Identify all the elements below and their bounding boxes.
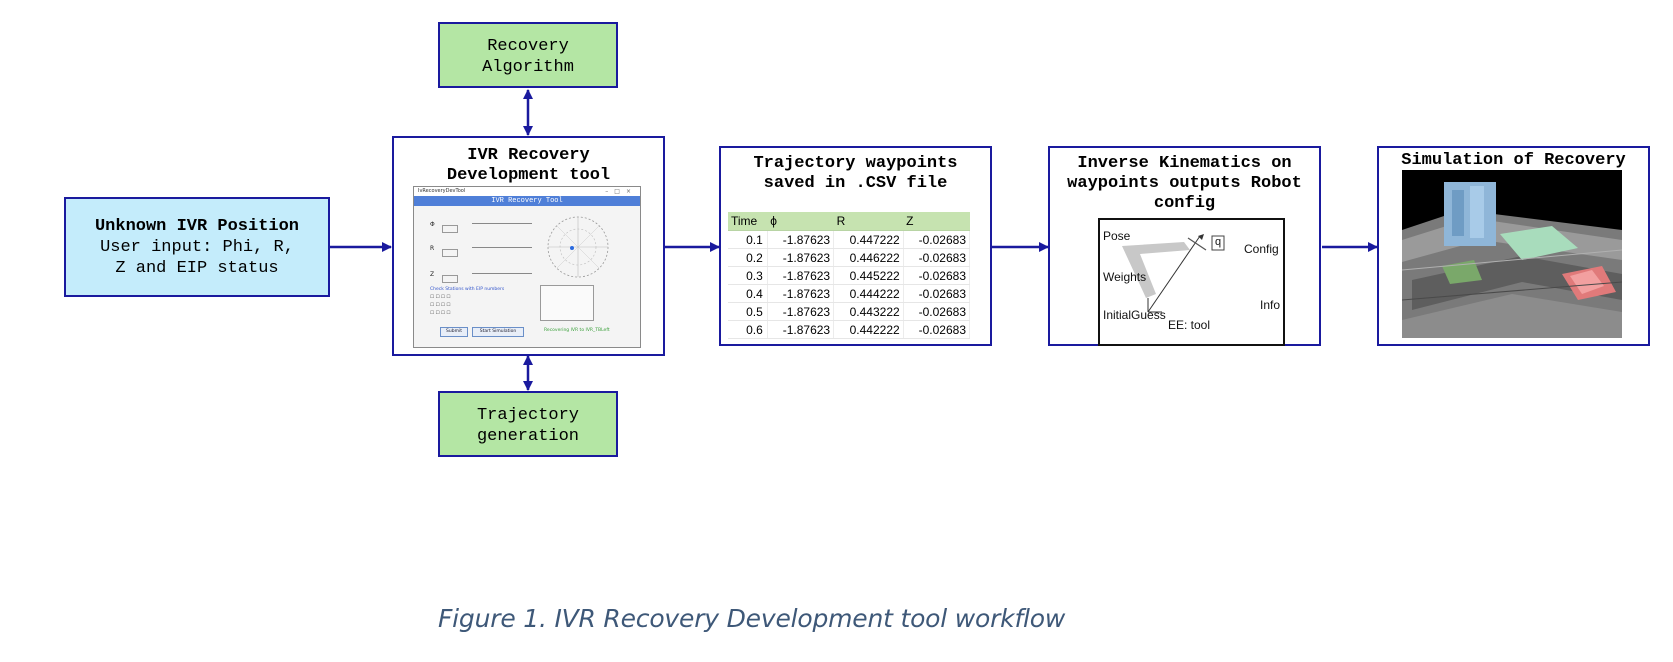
gui-check-label: Check Stations with EIP numbers (430, 287, 505, 292)
gui-window-title: IvRecoveryDevTool (418, 188, 466, 194)
gui-start-simulation-button: Start Simulation (472, 327, 524, 337)
gui-checkbox: ☐ ☐ ☐ ☐ (430, 311, 451, 316)
table-row: 0.5 -1.87623 0.443222 -0.02683 (728, 302, 971, 321)
ik-input-label: Pose (1103, 229, 1131, 243)
ik-output-label: Config (1244, 242, 1279, 256)
csv-header-r: R (833, 212, 904, 231)
node-label-line: IVR Recovery (467, 146, 590, 165)
node-label-line: Inverse Kinematics on (1077, 154, 1292, 173)
csv-cell: 0.443222 (833, 302, 904, 321)
ik-footer-label: EE: tool (1168, 318, 1211, 332)
node-label-line: config (1153, 194, 1216, 213)
gui-status-text: Recovering IVR to IVR_TBLeft (544, 328, 610, 333)
node-label-line: Simulation of Recovery (1401, 151, 1626, 170)
csv-cell: -1.87623 (767, 302, 835, 321)
csv-cell: -1.87623 (767, 230, 835, 249)
gui-slider-label: Z (430, 271, 435, 278)
node-recovery-algorithm: Recovery Algorithm (438, 22, 618, 88)
gui-slider (442, 249, 458, 257)
gui-header: IVR Recovery Tool (414, 196, 640, 206)
simulation-render (1402, 170, 1622, 338)
node-title: Unknown IVR Position (94, 217, 300, 236)
node-label-line: waypoints outputs Robot (1067, 174, 1302, 193)
csv-cell: -1.87623 (767, 266, 835, 285)
csv-cell: 0.1 (728, 230, 768, 249)
node-trajectory-generation: Trajectory generation (438, 391, 618, 457)
node-label-line: Algorithm (482, 58, 574, 77)
csv-cell: 0.444222 (833, 284, 904, 303)
csv-cell: -1.87623 (767, 284, 835, 303)
csv-table: Time ϕ R Z 0.1 -1.87623 0.447222 -0.0268… (728, 212, 971, 339)
gui-checkbox: ☐ ☐ ☐ ☐ (430, 295, 451, 300)
node-label-line: generation (476, 427, 580, 446)
csv-cell: -0.02683 (903, 320, 971, 339)
csv-cell: -1.87623 (767, 320, 835, 339)
gui-slider (442, 225, 458, 233)
csv-cell: -0.02683 (903, 266, 971, 285)
table-row: 0.6 -1.87623 0.442222 -0.02683 (728, 320, 971, 339)
csv-cell: 0.5 (728, 302, 768, 321)
csv-cell: -0.02683 (903, 230, 971, 249)
csv-cell: 0.447222 (833, 230, 904, 249)
ik-icon-label: q (1215, 236, 1222, 248)
gui-slider (472, 273, 532, 284)
csv-cell: -0.02683 (903, 248, 971, 267)
csv-cell: 0.445222 (833, 266, 904, 285)
csv-header-z: Z (903, 212, 970, 231)
gui-polar-plot (547, 216, 609, 278)
node-label-line: Recovery (487, 37, 569, 56)
csv-header-phi: ϕ (767, 212, 834, 231)
gui-slider-label: R (430, 245, 435, 252)
node-label-line: Z and EIP status (115, 259, 279, 278)
figure-caption: Figure 1. IVR Recovery Development tool … (438, 604, 1066, 633)
gui-group-box (540, 285, 594, 321)
gui-slider (472, 247, 532, 258)
gui-slider (472, 223, 532, 234)
table-row: 0.1 -1.87623 0.447222 -0.02683 (728, 230, 971, 249)
window-controls-icon: –□× (605, 188, 637, 195)
csv-cell: 0.3 (728, 266, 768, 285)
csv-cell: 0.446222 (833, 248, 904, 267)
csv-cell: 0.4 (728, 284, 768, 303)
gui-slider (442, 275, 458, 283)
gui-titlebar: IvRecoveryDevTool –□× (414, 187, 640, 196)
node-label-line: Trajectory (476, 406, 580, 425)
gui-checkbox: ☐ ☐ ☐ ☐ (430, 303, 451, 308)
csv-header-row: Time ϕ R Z (728, 212, 970, 231)
csv-cell: 0.6 (728, 320, 768, 339)
gui-slider-label: Φ (430, 221, 435, 228)
node-label-line: Development tool (446, 166, 611, 185)
ik-input-label: InitialGuess (1103, 308, 1166, 322)
csv-cell: 0.442222 (833, 320, 904, 339)
csv-header-time: Time (728, 212, 768, 231)
ik-output-label: Info (1260, 298, 1281, 312)
node-label-line: saved in .CSV file (763, 174, 948, 193)
csv-cell: -0.02683 (903, 284, 971, 303)
gui-screenshot: IvRecoveryDevTool –□× IVR Recovery Tool … (413, 186, 641, 348)
ik-robot-arm-icon (1122, 234, 1225, 313)
node-unknown-ivr-position: Unknown IVR Position User input: Phi, R,… (64, 197, 330, 297)
table-row: 0.2 -1.87623 0.446222 -0.02683 (728, 248, 971, 267)
ik-input-label: Weights (1103, 270, 1147, 284)
table-row: 0.3 -1.87623 0.445222 -0.02683 (728, 266, 971, 285)
ik-block: q Pose Weights InitialGuess Config Info … (1098, 218, 1285, 346)
csv-cell: -0.02683 (903, 302, 971, 321)
simulation-scene (1402, 182, 1622, 338)
csv-cell: 0.2 (728, 248, 768, 267)
node-label-line: User input: Phi, R, (100, 238, 294, 257)
table-row: 0.4 -1.87623 0.444222 -0.02683 (728, 284, 971, 303)
csv-cell: -1.87623 (767, 248, 835, 267)
gui-submit-button: Submit (440, 327, 468, 337)
node-label-line: Trajectory waypoints (753, 154, 958, 173)
